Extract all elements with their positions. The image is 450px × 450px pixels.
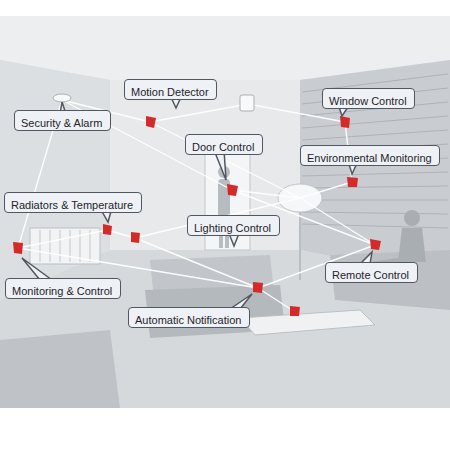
callout-text: Motion Detector bbox=[131, 85, 209, 99]
callout-text: Automatic Notification bbox=[135, 313, 241, 327]
callout-bubble: Lighting Control bbox=[187, 215, 280, 236]
callout-bubble: Monitoring & Control bbox=[5, 278, 121, 299]
callout-text: Door Control bbox=[192, 140, 254, 154]
callout-bubble: Motion Detector bbox=[124, 79, 217, 100]
callout-text: Radiators & Temperature bbox=[11, 198, 133, 212]
callout-bubble: Window Control bbox=[322, 88, 415, 109]
callout-bubble: Environmental Monitoring bbox=[300, 145, 440, 166]
callout-text: Window Control bbox=[329, 94, 407, 108]
callout-bubble: Security & Alarm bbox=[14, 110, 111, 131]
callout-bubble: Door Control bbox=[185, 134, 263, 155]
callout-text: Security & Alarm bbox=[21, 116, 102, 130]
callout-bubble: Automatic Notification bbox=[128, 307, 250, 328]
callout-text: Remote Control bbox=[332, 268, 409, 282]
callout-text: Environmental Monitoring bbox=[307, 151, 432, 165]
callout-bubble: Radiators & Temperature bbox=[4, 192, 142, 213]
callout-text: Monitoring & Control bbox=[12, 284, 112, 298]
callout-bubble: Remote Control bbox=[325, 262, 418, 283]
callout-text: Lighting Control bbox=[194, 221, 271, 235]
